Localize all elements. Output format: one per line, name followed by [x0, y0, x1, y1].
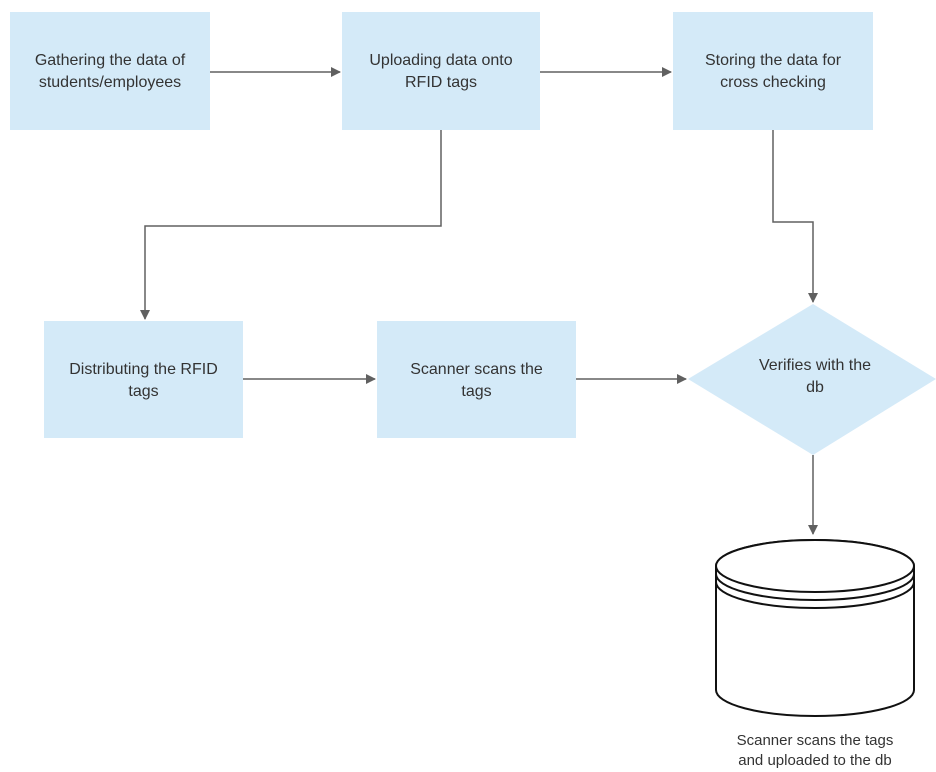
step-store-data-label: Storing the data for cross checking: [704, 52, 842, 91]
step-upload-rfid-label: Uploading data onto RFID tags: [369, 52, 513, 91]
step-gather-data: Gathering the data of students/employees: [10, 12, 210, 130]
step-scanner-scans-label: Scanner scans the tags: [410, 361, 543, 400]
step-distribute-tags-label: Distributing the RFID tags: [69, 361, 218, 400]
step-gather-data-label: Gathering the data of students/employees: [34, 52, 186, 91]
decision-diamond-shape: [688, 304, 936, 455]
step-scanner-scans: Scanner scans the tags: [377, 321, 576, 438]
step-store-data: Storing the data for cross checking: [673, 12, 873, 130]
edge-n2-n4: [140, 130, 442, 320]
edge-n3-n6: [772, 130, 818, 303]
database-cylinder-icon: [715, 539, 915, 717]
database-label: Scanner scans the tags and uploaded to t…: [736, 732, 894, 769]
step-upload-rfid: Uploading data onto RFID tags: [342, 12, 540, 130]
step-distribute-tags: Distributing the RFID tags: [44, 321, 243, 438]
decision-verify-label: Verifies with the db: [758, 357, 872, 396]
